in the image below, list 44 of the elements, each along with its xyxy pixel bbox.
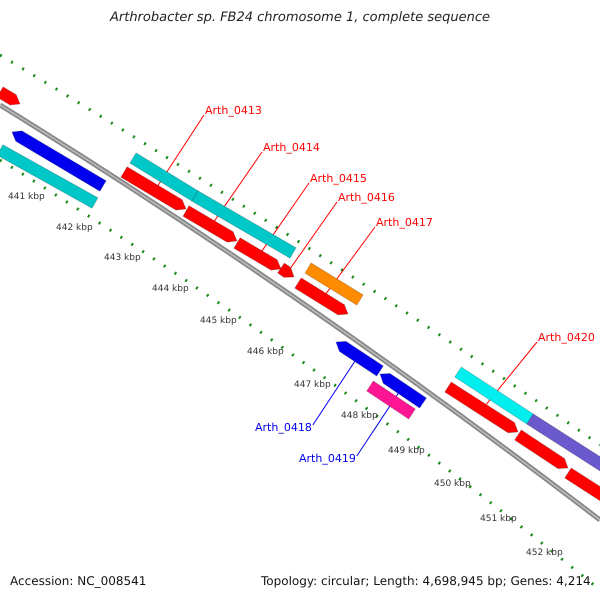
- ruler-label: 444 kbp: [152, 284, 189, 294]
- ruler-label: 451 kbp: [480, 514, 517, 524]
- leader-line: [312, 361, 356, 426]
- ruler-label: 446 kbp: [247, 347, 284, 357]
- ruler-label: 443 kbp: [104, 253, 141, 263]
- leader-line: [290, 202, 338, 268]
- ruler-label: 452 kbp: [526, 548, 563, 558]
- ruler-label: 445 kbp: [200, 316, 237, 326]
- title: Arthrobacter sp. FB24 chromosome 1, complete sequence: [108, 10, 492, 25]
- gene-block: [0, 86, 21, 106]
- gene-label: Arth_0413: [205, 104, 262, 117]
- ruler-label: 447 kbp: [294, 380, 331, 390]
- gene-block: [276, 262, 295, 278]
- gene-block: [191, 190, 297, 259]
- gene-label: Arth_0417: [376, 216, 433, 229]
- gene-block: [514, 429, 569, 470]
- gene-block: [564, 467, 600, 502]
- gene-block: [233, 237, 282, 271]
- ruler-label: 441 kbp: [8, 192, 45, 202]
- gene-block: [129, 152, 199, 202]
- gene-label: Arth_0420: [538, 331, 595, 344]
- gene-block: [120, 166, 187, 211]
- gene-label: Arth_0416: [338, 191, 395, 204]
- gene-block: [294, 277, 349, 316]
- gene-block: [182, 205, 238, 243]
- ruler-label: 449 kbp: [388, 446, 425, 456]
- gene-block: [0, 144, 99, 209]
- gene-block: [526, 413, 600, 473]
- gene-block: [335, 340, 384, 377]
- gene-block: [304, 262, 364, 306]
- gene-block: [444, 381, 519, 434]
- gene-label: Arth_0419: [299, 452, 356, 465]
- gene-label: Arth_0414: [263, 141, 320, 154]
- ruler-label: 448 kbp: [341, 411, 378, 421]
- gene-label: Arth_0418: [255, 421, 312, 434]
- footer-text: Topology: circular; Length: 4,698,945 bp; Genes: 4,214: [261, 574, 591, 588]
- leader-line: [486, 342, 538, 405]
- ruler-label: 450 kbp: [434, 479, 471, 489]
- gene-label: Arth_0415: [310, 172, 367, 185]
- ruler-label: 442 kbp: [56, 223, 93, 233]
- gene-block: [379, 373, 428, 409]
- footer-text: Accession: NC_008541: [10, 574, 146, 588]
- gene-block: [11, 130, 107, 192]
- gene-block: [454, 366, 534, 425]
